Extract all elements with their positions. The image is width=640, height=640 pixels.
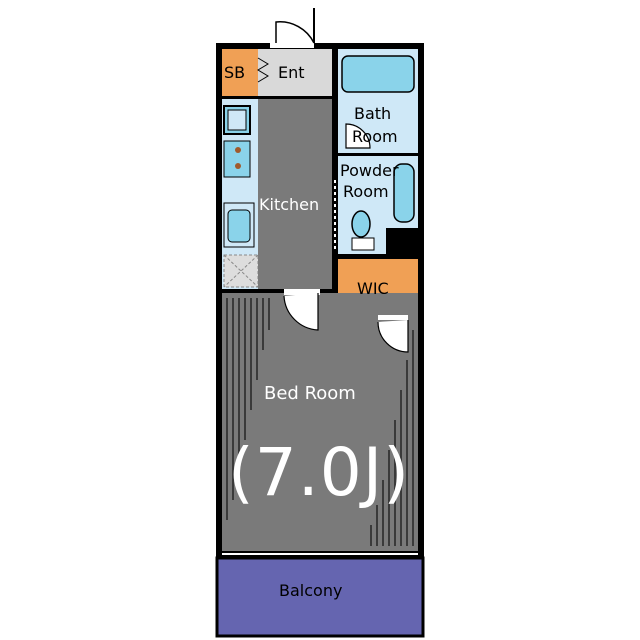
wic-door-opening — [378, 315, 408, 320]
entrance-floor — [258, 49, 332, 96]
shoe-box-label: SB — [224, 63, 246, 82]
bathtub-icon — [341, 55, 415, 93]
wic-label: WIC — [357, 279, 389, 298]
wic-door — [377, 320, 409, 353]
balcony — [215, 556, 425, 638]
zigzag-divider — [257, 57, 269, 83]
bath-room-label-line1: Bath — [354, 104, 392, 123]
bedroom-size-label: (7.0J) — [228, 434, 410, 511]
balcony-label: Balcony — [279, 581, 343, 600]
kitchen-label: Kitchen — [259, 195, 320, 214]
powder-room-label-line1: Powder — [340, 161, 399, 180]
kitchen-floor — [258, 99, 332, 289]
bedroom-door — [283, 293, 319, 331]
toilet-icon — [351, 210, 375, 251]
washer-space — [223, 254, 259, 288]
shoe-box — [222, 49, 258, 96]
powder-room-label-line2: Room — [343, 182, 389, 201]
washbasin-icon — [393, 163, 415, 223]
bath-room-label-line2: Room — [352, 127, 398, 146]
entrance-label: Ent — [278, 63, 305, 82]
bath-door — [345, 123, 371, 149]
bedroom-label: Bed Room — [264, 383, 356, 404]
bedroom-door-opening — [284, 289, 320, 295]
shaft — [386, 228, 418, 254]
entrance-door — [270, 8, 315, 48]
stove-icon — [223, 140, 251, 178]
